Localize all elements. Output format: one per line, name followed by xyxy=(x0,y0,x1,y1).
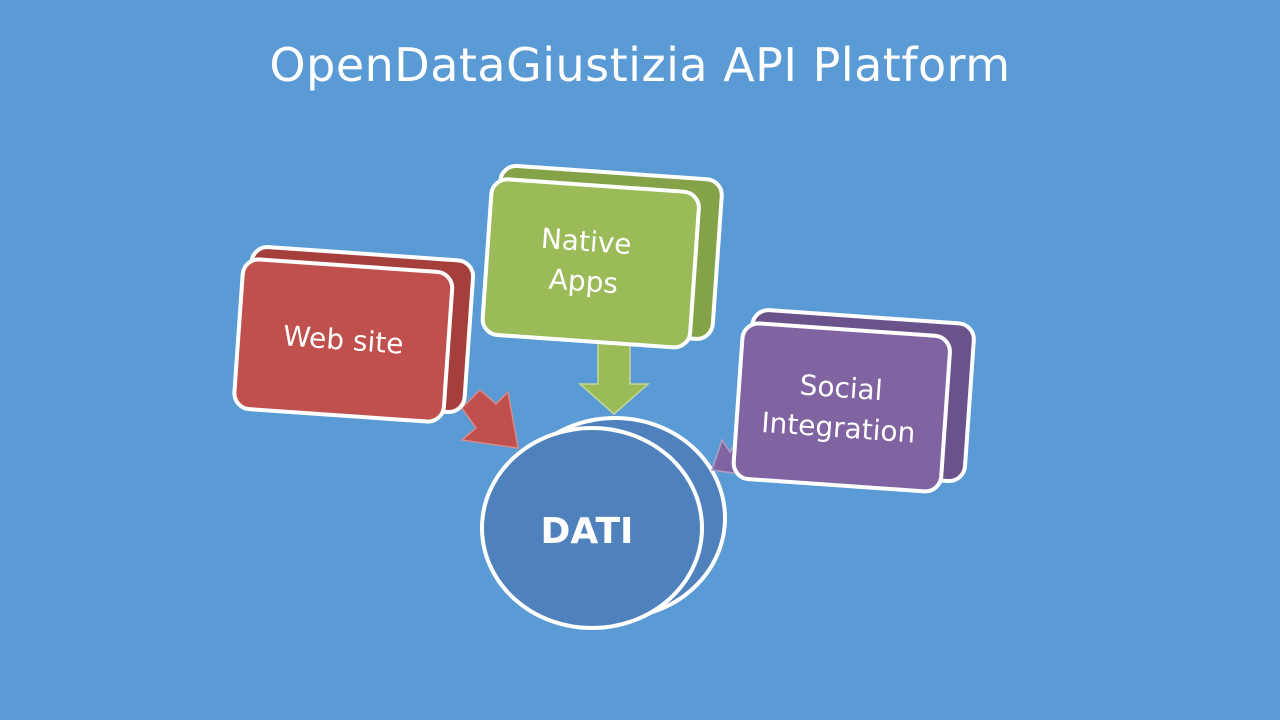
node-native-apps-label-line1: Native xyxy=(540,222,633,261)
node-social-integration: Social Integration xyxy=(731,308,976,494)
node-native-apps-face xyxy=(480,177,701,350)
arrow-native-apps-to-dati xyxy=(578,341,650,416)
center-node-face xyxy=(480,426,704,630)
slide-title: OpenDataGiustizia API Platform xyxy=(269,38,1011,92)
center-node-label: DATI xyxy=(541,511,634,552)
node-native-apps: Native Apps xyxy=(480,163,724,350)
node-social-integration-face xyxy=(731,321,952,494)
arrow-web-site-to-dati xyxy=(460,388,519,449)
node-social-integration-label-line1: Social xyxy=(799,368,884,407)
center-node-dati: DATI xyxy=(480,416,727,630)
node-web-site: Web site xyxy=(232,245,476,424)
node-native-apps-label-line2: Apps xyxy=(548,263,619,301)
node-web-site-face xyxy=(232,257,455,424)
